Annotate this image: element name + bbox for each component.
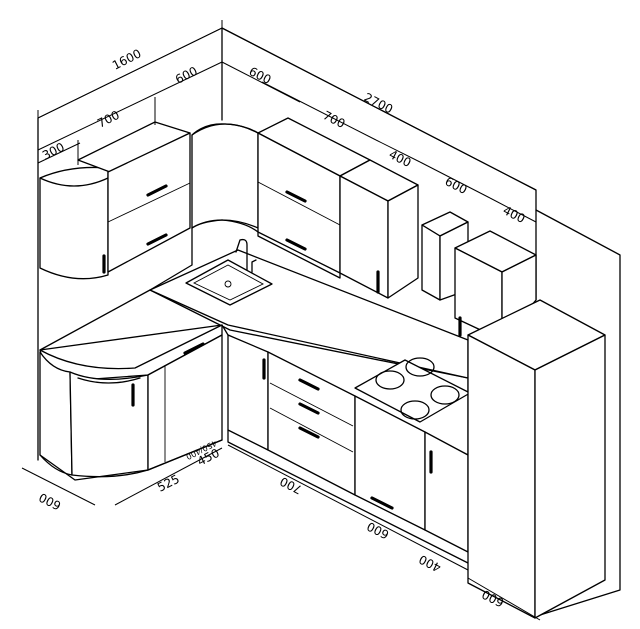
dimension-lines <box>21 20 541 621</box>
cooktop <box>354 357 471 423</box>
upper-cabinet-handle <box>146 184 168 197</box>
dim-overall-right: 2700 <box>362 90 396 116</box>
dim-upper-small: 400 <box>501 203 528 226</box>
upper-left-cabinets <box>39 121 191 280</box>
tall-refrigerator <box>467 299 606 619</box>
base-left-cabinets <box>39 334 223 481</box>
dim-upper-corner-left: 300 <box>40 140 67 163</box>
dim-upper-cabinet-right: 700 <box>321 108 348 131</box>
dim-upper-tall: 400 <box>387 147 414 170</box>
dim-upper-cabinet-left: 700 <box>95 108 122 131</box>
upper-corner-cabinet <box>191 123 259 229</box>
dim-hood-upper: 600 <box>443 174 470 197</box>
base-right-cabinets <box>227 334 469 564</box>
dim-upper-corner-right-top: 600 <box>173 64 200 87</box>
dim-base-corner: 525 <box>155 472 182 495</box>
sink <box>185 238 273 306</box>
dim-base-depth: 600 <box>37 490 64 513</box>
upper-right-cabinets <box>257 117 537 341</box>
dim-upper-wall-600: 600 <box>247 64 274 87</box>
